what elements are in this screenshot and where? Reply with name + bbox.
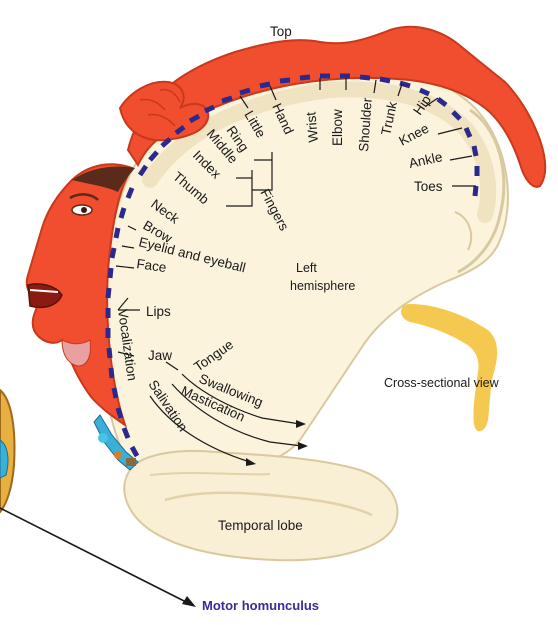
label-left-hemisphere-1: Left	[296, 261, 317, 275]
label-cross-sectional-view: Cross-sectional view	[384, 376, 500, 390]
label-elbow: Elbow	[330, 109, 345, 146]
pharynx-bead	[126, 458, 136, 466]
homunculus-pupil	[81, 207, 87, 213]
label-top: Top	[270, 24, 292, 39]
label-toes: Toes	[414, 179, 443, 194]
homunculus-tongue	[62, 340, 91, 366]
label-wrist: Wrist	[303, 111, 321, 143]
label-temporal-lobe: Temporal lobe	[218, 518, 303, 533]
label-lips: Lips	[146, 304, 171, 319]
homunculus-pointer-arrowhead	[182, 596, 196, 607]
pharynx-dot-1	[98, 433, 108, 443]
pharynx-dot-2	[114, 451, 122, 459]
label-left-hemisphere-2: hemisphere	[290, 279, 355, 293]
temporal-lobe	[124, 451, 397, 560]
label-motor-homunculus: Motor homunculus	[202, 598, 319, 613]
label-jaw: Jaw	[148, 348, 172, 363]
cross-section-shape	[401, 304, 497, 431]
